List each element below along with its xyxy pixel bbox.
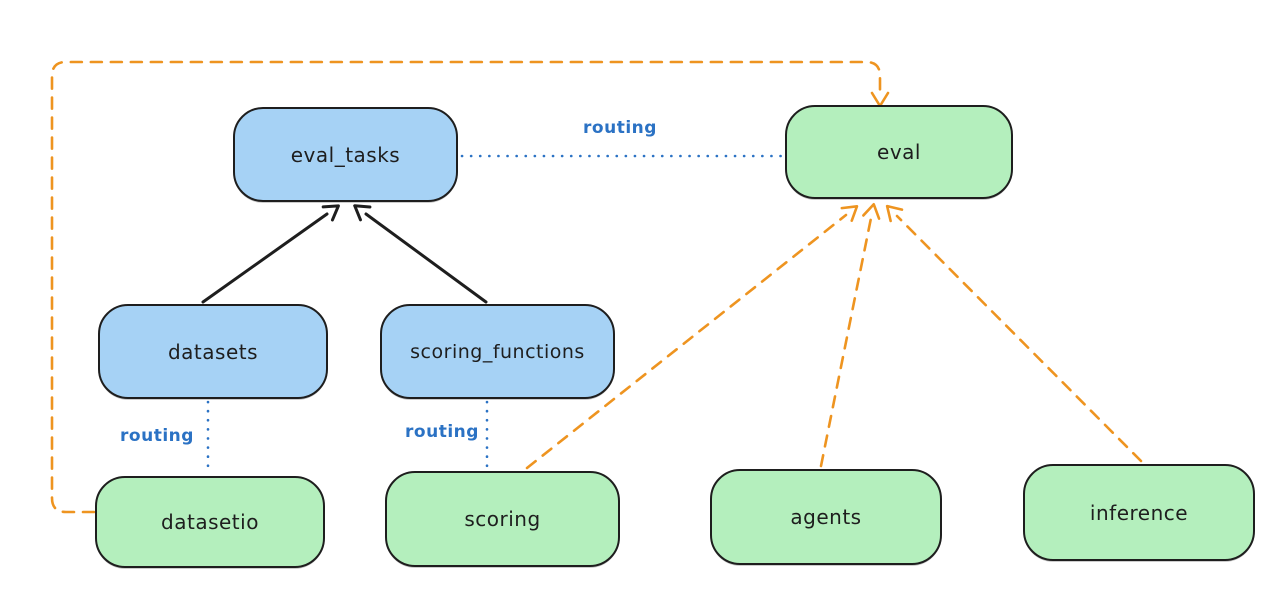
node-inference: inference: [1023, 464, 1255, 561]
node-eval-tasks: eval_tasks: [233, 107, 458, 202]
node-datasetio: datasetio: [95, 476, 325, 568]
node-agents: agents: [710, 469, 942, 565]
edge-agents-to-eval: [819, 202, 881, 468]
routing-label-eval-tasks-eval: routing: [583, 118, 657, 138]
node-eval: eval: [785, 105, 1013, 199]
node-scoring-label: scoring: [464, 507, 541, 531]
routing-label-datasets-datasetio: routing: [120, 426, 194, 446]
node-datasets-label: datasets: [167, 339, 259, 364]
node-eval-tasks-label: eval_tasks: [290, 142, 401, 167]
node-scoring: scoring: [385, 471, 620, 567]
edge-datasetio-to-eval: [50, 60, 890, 514]
routing-label-scoring-functions-scoring: routing: [405, 422, 479, 442]
node-agents-label: agents: [790, 505, 862, 529]
node-inference-label: inference: [1089, 500, 1189, 525]
edge-datasets-to-eval-tasks: [201, 204, 340, 304]
edge-scoring-to-eval: [525, 205, 859, 470]
node-datasetio-label: datasetio: [161, 510, 259, 534]
node-eval-label: eval: [877, 140, 921, 164]
edge-scoring-functions-to-eval-tasks: [353, 204, 488, 304]
edge-inference-to-eval: [885, 204, 1143, 463]
node-datasets: datasets: [98, 304, 328, 399]
node-scoring-functions: scoring_functions: [380, 304, 615, 399]
node-scoring-functions-label: scoring_functions: [410, 340, 585, 363]
